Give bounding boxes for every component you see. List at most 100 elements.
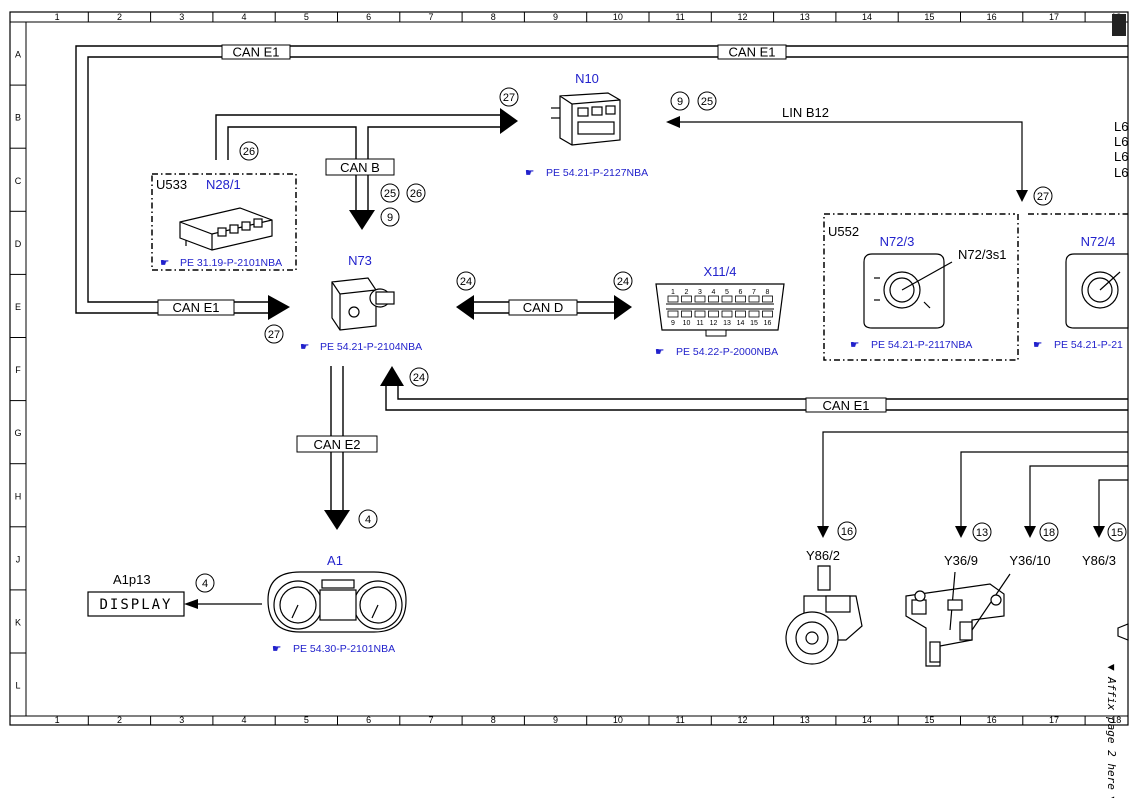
grid-column-label: 15 bbox=[924, 715, 934, 725]
valve-y86-3: Y86/3 bbox=[1082, 553, 1129, 641]
grid-row-label: G bbox=[14, 428, 21, 438]
grid-column-label: 5 bbox=[304, 715, 309, 725]
obd-pin-label: 4 bbox=[712, 289, 716, 296]
module-n72-3: U552 N72/3 N72/3s1 ☛ PE 54.21-P-2117NBA bbox=[828, 224, 1006, 351]
grid-column-label: 2 bbox=[117, 715, 122, 725]
svg-text:N72/4: N72/4 bbox=[1081, 234, 1116, 249]
bus-label-can-b: CAN B bbox=[325, 158, 395, 176]
obd-pin-label: 7 bbox=[752, 289, 756, 296]
grid-row-label: F bbox=[15, 365, 21, 375]
grid-column-label: 3 bbox=[179, 715, 184, 725]
circled-number: 24 bbox=[617, 276, 629, 288]
arrow-to-a1 bbox=[324, 510, 350, 530]
obd-pin bbox=[748, 295, 760, 303]
diagram-frame bbox=[9, 11, 1129, 726]
circled-number-ring bbox=[837, 521, 857, 541]
obd-pin-label: 1 bbox=[671, 289, 675, 296]
svg-text:U552: U552 bbox=[828, 224, 859, 239]
grid-column-label: 9 bbox=[553, 715, 558, 725]
control-panel-icon bbox=[863, 253, 953, 329]
grid-column-label: 5 bbox=[304, 12, 309, 22]
circled-number: 9 bbox=[387, 212, 393, 224]
grid-column-ticks bbox=[87, 12, 1086, 725]
control-panel-icon bbox=[1065, 253, 1129, 329]
grid-column-label: 11 bbox=[675, 715, 684, 725]
obd-pin bbox=[708, 310, 719, 318]
grid-column-label: 11 bbox=[675, 12, 684, 22]
bus-label-can-e1-bottom: CAN E1 bbox=[805, 397, 887, 413]
circled-number-ring bbox=[195, 573, 215, 593]
arrowheads bbox=[184, 108, 1105, 609]
svg-text:PE 54.30-P-2101NBA: PE 54.30-P-2101NBA bbox=[293, 643, 395, 655]
circled-number-ring bbox=[697, 91, 717, 111]
arrow-to-n10 bbox=[500, 108, 518, 134]
obd-pin-label: 2 bbox=[685, 289, 689, 296]
grid-column-label: 10 bbox=[613, 12, 623, 22]
finger-icon: ☛ bbox=[272, 643, 281, 655]
grid-column-label: 14 bbox=[862, 715, 872, 725]
circled-number: 4 bbox=[365, 514, 371, 526]
circled-number-ring bbox=[670, 91, 690, 111]
obd-pin-label: 6 bbox=[739, 289, 743, 296]
bus-label-can-e1-top-right: CAN E1 bbox=[717, 44, 787, 60]
valve-icon bbox=[785, 565, 863, 665]
finger-icon: ☛ bbox=[300, 341, 309, 353]
grid-column-label: 13 bbox=[800, 12, 810, 22]
obd-pin bbox=[694, 295, 706, 303]
valve-y86-2: Y86/2 bbox=[785, 548, 863, 665]
group-box-u533 bbox=[151, 173, 297, 271]
obd-pin bbox=[667, 295, 679, 303]
arrow-to-n73-canb bbox=[349, 210, 375, 230]
obd-pin bbox=[721, 310, 733, 318]
grid-column-label: 6 bbox=[366, 12, 371, 22]
single-lines bbox=[198, 121, 1128, 605]
circled-number: 25 bbox=[701, 96, 713, 108]
obd-pin-label: 14 bbox=[737, 320, 745, 327]
obd-pin-label: 5 bbox=[725, 289, 729, 296]
bus-label-can-d: CAN D bbox=[508, 299, 578, 316]
module-n10: N10 ☛ PE 54.21-P-2127NBA bbox=[525, 71, 648, 179]
valve-y36-9-y36-10: Y36/9 Y36/10 bbox=[905, 553, 1051, 667]
ignition-switch-icon bbox=[331, 277, 395, 331]
svg-text:PE 54.21-P-2127NBA: PE 54.21-P-2127NBA bbox=[546, 167, 648, 179]
circled-number-ring bbox=[409, 367, 429, 387]
obd-pin bbox=[681, 295, 692, 303]
arrow-y36-10 bbox=[1024, 526, 1036, 538]
obd-pin bbox=[667, 310, 679, 318]
svg-text:L6: L6 bbox=[1114, 119, 1128, 134]
grid-row-label: D bbox=[15, 239, 22, 249]
grid-column-label: 9 bbox=[553, 12, 558, 22]
circled-number-ring bbox=[1039, 522, 1059, 542]
obd-pin-label: 8 bbox=[766, 289, 770, 296]
obd-pin bbox=[735, 295, 746, 303]
arrow-to-display bbox=[184, 599, 198, 609]
finger-icon: ☛ bbox=[160, 257, 169, 269]
instrument-cluster-icon bbox=[267, 571, 407, 633]
valve-icon-partial bbox=[1117, 623, 1129, 641]
svg-text:PE 54.21-P-2117NBA: PE 54.21-P-2117NBA bbox=[871, 339, 972, 351]
finger-icon: ☛ bbox=[655, 346, 664, 358]
display-a1p13: A1p13 DISPLAY bbox=[87, 572, 185, 617]
edge-labels: L6 L6 L6 L6 bbox=[1114, 119, 1128, 180]
circled-number-ring bbox=[1107, 522, 1127, 542]
grid-row-label: C bbox=[15, 176, 22, 186]
arrow-lin-down bbox=[1016, 190, 1028, 202]
obd-pin-label: 16 bbox=[764, 320, 772, 327]
obd-pin bbox=[762, 295, 773, 303]
finger-icon: ☛ bbox=[525, 167, 534, 179]
grid-row-label: J bbox=[16, 554, 21, 564]
svg-text:Y36/10: Y36/10 bbox=[1009, 553, 1050, 568]
module-a1: A1 ☛ PE 54.30-P-2101NBA bbox=[267, 553, 407, 655]
module-n72-4: N72/4 ☛ PE 54.21-P-21 bbox=[1033, 234, 1129, 351]
svg-text:DISPLAY: DISPLAY bbox=[99, 597, 172, 613]
obd-pin-label: 12 bbox=[710, 320, 718, 327]
arrow-from-cane1-bottom bbox=[380, 366, 404, 386]
grid-column-label: 8 bbox=[491, 715, 496, 725]
circled-number-ring bbox=[380, 183, 400, 203]
grid-column-label: 2 bbox=[117, 12, 122, 22]
grid-column-label: 1 bbox=[55, 12, 60, 22]
